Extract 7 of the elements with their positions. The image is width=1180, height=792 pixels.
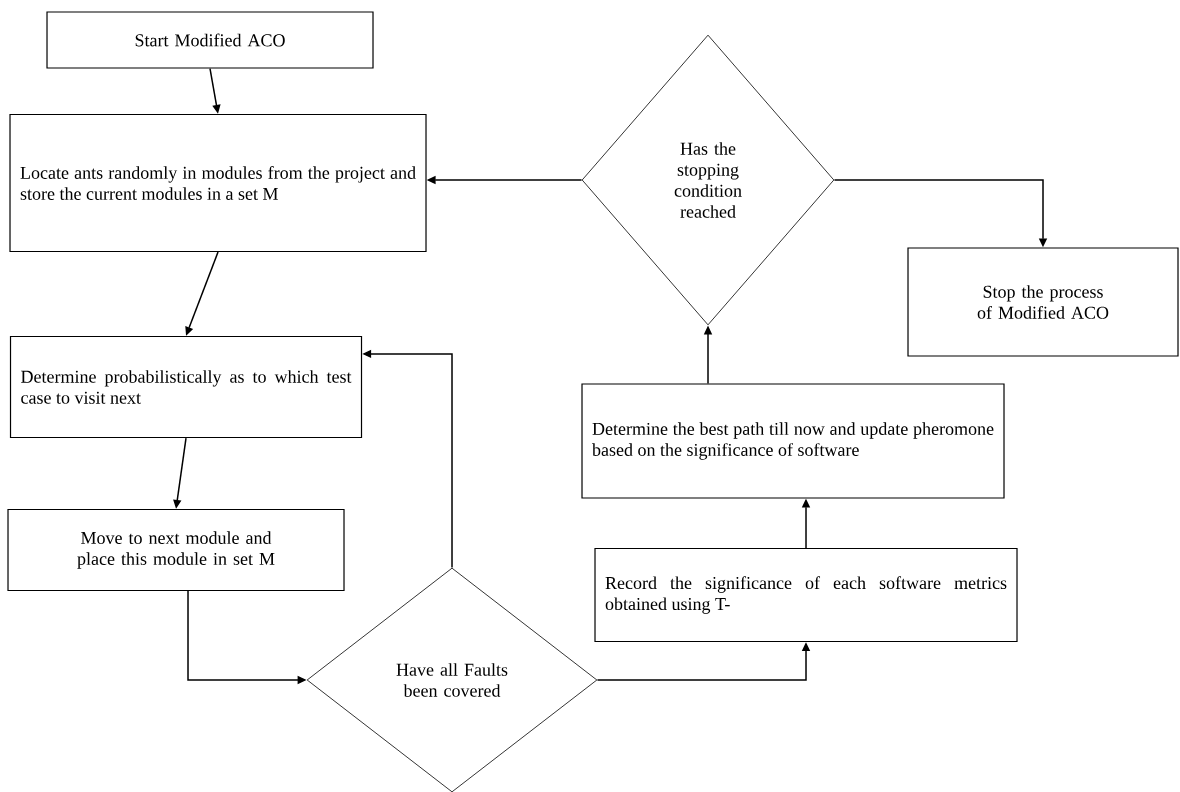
process-box: Determine the best path till now and update pheromone based on the significance of software — [581, 383, 1005, 499]
process-box: Determine probabilistically as to which test case to visit next — [9, 335, 363, 439]
process-box: Locate ants randomly in modules from the project and store the current modules in a set M — [9, 113, 427, 253]
process-box: Move to next module and place this module in set M — [7, 508, 345, 592]
process-box: Stop the process of Modified ACO — [907, 247, 1179, 357]
process-box: Start Modified ACO — [46, 11, 374, 69]
process-box: Record the significance of each software metrics obtained using T- — [594, 547, 1018, 643]
